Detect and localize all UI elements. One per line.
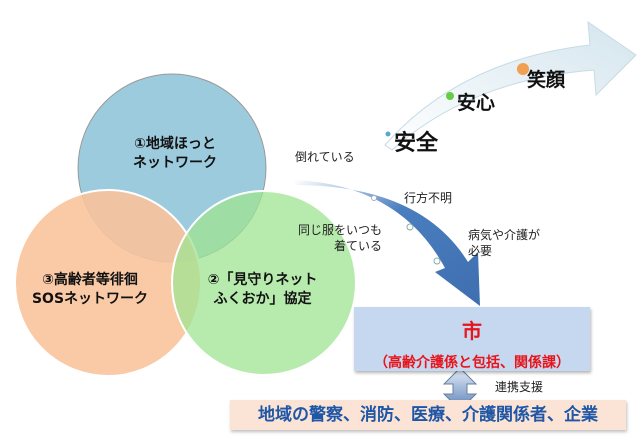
step-smile: 笑顔 [527, 69, 566, 91]
step-safety: 安全 [394, 131, 439, 156]
city-box: 市 （高齢介護係と包括、関係課） [354, 307, 590, 371]
partners-band: 地域の警察、消防、医療、介護関係者、企業 [230, 400, 626, 430]
circle-1-label: ①地域ほっとネットワーク [133, 136, 217, 171]
support-label: 連携支援 [495, 380, 544, 394]
dot-green [446, 92, 454, 100]
dot-blue [385, 131, 391, 137]
sign-needs-care: 病気や介護が必要 [468, 228, 541, 258]
city-subtitle: （高齢介護係と包括、関係課） [374, 355, 570, 371]
circle-2-label: ②「見守りネットふくおか」協定 [207, 272, 318, 307]
referral-arrow [295, 180, 480, 306]
sign-fallen: 倒れている [295, 150, 355, 164]
sign-same-clothes: 同じ服をいつも着ている [298, 223, 383, 253]
city-title: 市 [462, 319, 482, 343]
progress-arrow [384, 20, 637, 151]
step-security: 安心 [457, 92, 496, 114]
sign-missing: 行方不明 [404, 191, 453, 205]
circle-2 [171, 190, 357, 376]
dot-orange [517, 63, 529, 75]
